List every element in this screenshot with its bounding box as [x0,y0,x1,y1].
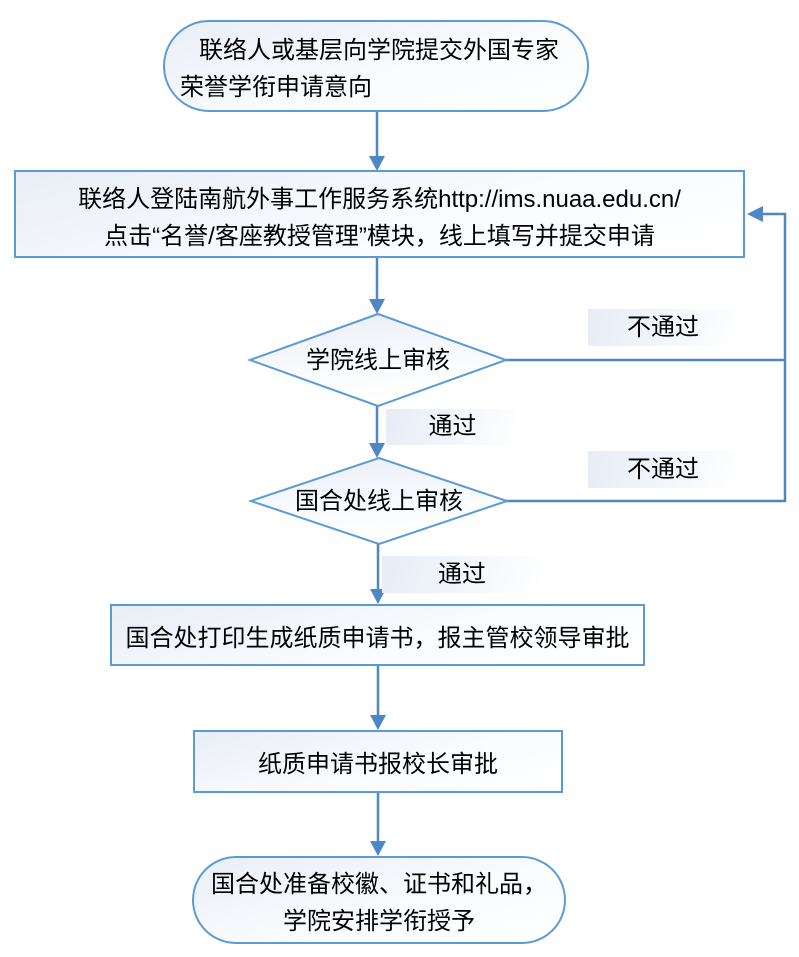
line-office-fail-loop [501,212,787,503]
president-approval-node: 纸质申请书报校长审批 [193,730,563,793]
start-node-line1: 联络人或基层向学院提交外国专家 [199,37,559,64]
arrowhead-start-to-submit [369,156,385,171]
finish-node-line2: 学院安排学衔授予 [283,908,475,935]
finish-node: 国合处准备校徽、证书和礼品， 学院安排学衔授予 [192,856,566,944]
print-approval-node: 国合处打印生成纸质申请书，报主管校领导审批 [110,604,645,666]
college-fail-edge-label: 不通过 [588,309,738,346]
office-review-diamond [247,456,511,546]
arrowhead-president-to-finish [370,841,386,856]
start-node-line2: 荣誉学衔申请意向 [180,74,372,101]
submit-node-line2: 点击“名誉/客座教授管理”模块，线上填写并提交申请 [104,223,655,250]
arrowhead-submit-to-college [369,299,385,314]
arrowhead-print-to-president [370,715,386,730]
finish-node-line1: 国合处准备校徽、证书和礼品， [211,871,547,898]
office-fail-edge-label: 不通过 [588,451,738,488]
college-review-label: 学院线上审核 [306,347,450,374]
start-node: 联络人或基层向学院提交外国专家 荣誉学衔申请意向 [163,20,589,112]
office-pass-edge-label: 通过 [382,556,542,593]
office-review-label: 国合处线上审核 [295,488,463,515]
arrowhead-feedback-to-submit [747,206,763,222]
connector-lines [375,112,787,842]
college-pass-edge-label: 通过 [386,409,519,445]
arrowheads [369,156,763,856]
submit-application-node: 联络人登陆南航外事工作服务系统http://ims.nuaa.edu.cn/ 点… [14,170,745,258]
college-review-diamond [247,312,509,408]
submit-node-line1: 联络人登陆南航外事工作服务系统http://ims.nuaa.edu.cn/ [78,186,681,213]
arrowhead-college-to-office [369,443,385,458]
